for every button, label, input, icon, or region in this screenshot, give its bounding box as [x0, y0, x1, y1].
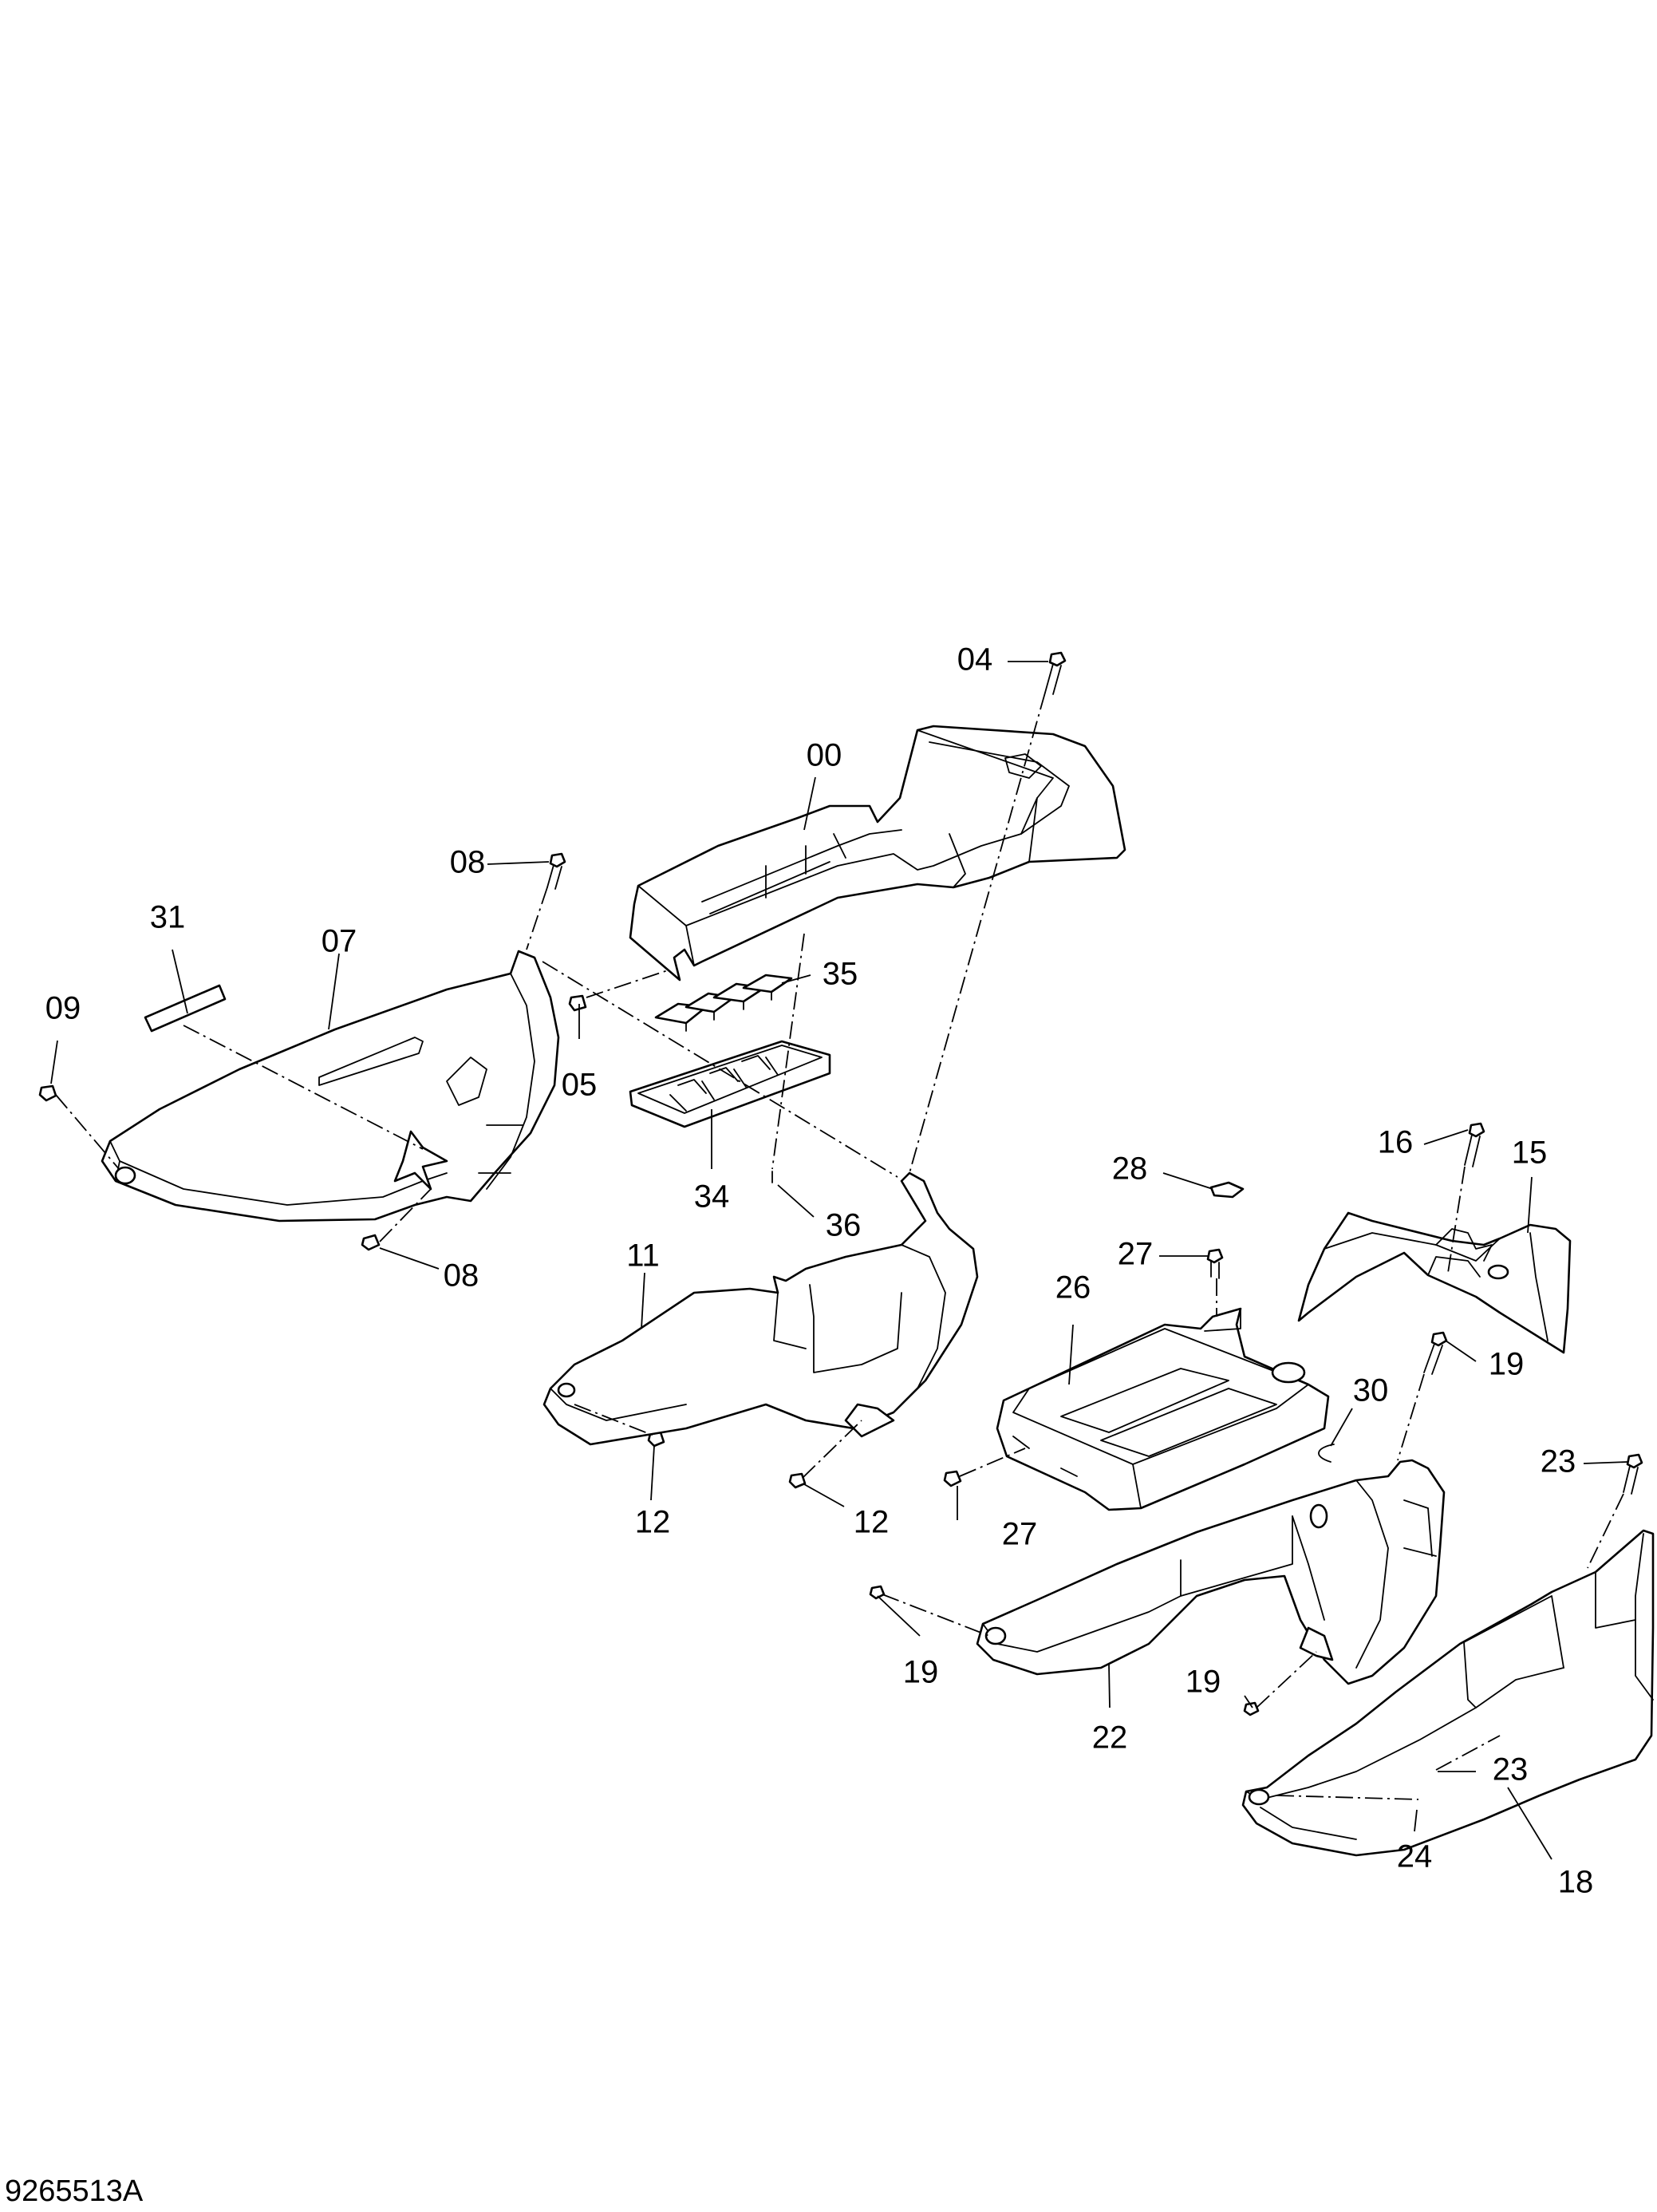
callout-19-lower: 19: [1186, 1665, 1221, 1700]
part-19-fastener-lower: [1243, 1701, 1260, 1716]
callout-30: 30: [1353, 1373, 1389, 1408]
callout-16: 16: [1378, 1125, 1414, 1160]
callout-labels: 04 00 08 31 07 09 35 05 34 36 08 11 12 1…: [45, 642, 1594, 1900]
callout-23-lower: 23: [1493, 1752, 1529, 1787]
part-19-fastener-left: [869, 1585, 886, 1600]
callout-08-lower: 08: [444, 1258, 479, 1294]
callout-00: 00: [807, 738, 842, 773]
callout-19-left: 19: [903, 1655, 939, 1690]
callout-19-upper: 19: [1489, 1347, 1525, 1382]
callout-22: 22: [1092, 1720, 1128, 1756]
part-09-fastener: [38, 1084, 57, 1102]
part-16-bolt: [1464, 1122, 1485, 1167]
callout-35: 35: [823, 957, 858, 992]
callout-27-upper: 27: [1118, 1237, 1154, 1272]
callout-11: 11: [626, 1238, 660, 1274]
part-15-right-bracket: [1297, 1211, 1572, 1354]
part-35-switch-caps: [654, 974, 793, 1032]
part-23-bolt-upper: [1623, 1453, 1643, 1495]
part-27-fastener-lower: [943, 1470, 962, 1487]
part-22-right-cover: [976, 1459, 1446, 1685]
part-19-bolt-upper: [1423, 1331, 1448, 1375]
part-18-rear-panel: [1241, 1529, 1655, 1857]
leader-lines: [50, 661, 1628, 1860]
callout-08-upper: 08: [450, 845, 486, 880]
callout-26: 26: [1055, 1270, 1091, 1305]
callout-31: 31: [150, 900, 186, 935]
callout-23-upper: 23: [1541, 1444, 1576, 1479]
callout-15: 15: [1512, 1136, 1548, 1171]
callout-27-lower: 27: [1002, 1517, 1038, 1552]
part-27-fastener-upper: [1206, 1248, 1224, 1279]
callout-12-left: 12: [635, 1505, 671, 1540]
part-12-fastener-b: [788, 1472, 807, 1489]
part-05-nut: [568, 994, 587, 1012]
part-26-armrest-cover: [996, 1307, 1330, 1511]
part-28-clip: [1209, 1181, 1245, 1199]
callout-09: 09: [45, 991, 81, 1026]
part-04-bolt: [1044, 651, 1067, 695]
part-08-fastener-lower: [361, 1234, 381, 1251]
callout-36: 36: [826, 1208, 862, 1243]
part-00-console: [629, 725, 1126, 982]
callout-12-right: 12: [854, 1505, 890, 1540]
part-07-left-cover: [101, 950, 560, 1223]
callout-04: 04: [957, 642, 993, 677]
callout-07: 07: [322, 924, 357, 959]
callout-05: 05: [562, 1068, 598, 1103]
part-34-bezel: [629, 1040, 831, 1128]
callout-24: 24: [1397, 1839, 1433, 1874]
callout-34: 34: [694, 1179, 730, 1215]
center-lines: [55, 692, 1624, 1800]
part-31-label: [144, 984, 227, 1033]
part-08-bolt-upper: [546, 852, 566, 890]
callout-28: 28: [1112, 1151, 1148, 1187]
figure-id: 9265513A: [5, 2174, 144, 2208]
part-30-clip: [1318, 1444, 1335, 1463]
callout-18: 18: [1558, 1865, 1594, 1900]
part-11-lower-cover: [542, 1171, 979, 1446]
